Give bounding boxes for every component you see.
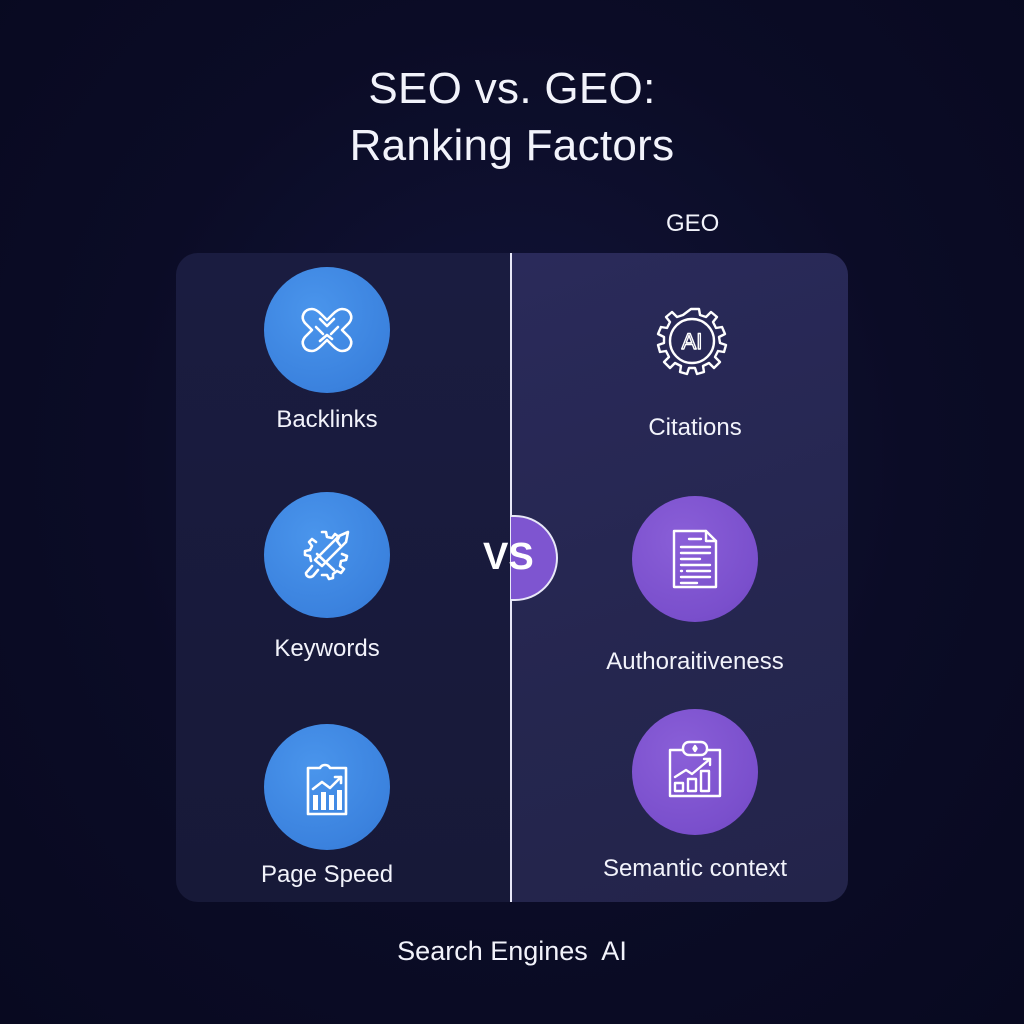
- geo-factor-citations: AI Citations: [612, 280, 778, 442]
- geo-factor-label: Citations: [648, 414, 742, 441]
- geo-factor-label: Semantic context: [602, 855, 788, 882]
- keywords-gear-pen-icon: [264, 492, 390, 618]
- page-title-line-2: Ranking Factors: [349, 121, 675, 170]
- seo-factor-label: Page Speed: [260, 861, 394, 888]
- seo-factor-keywords: Keywords: [244, 492, 410, 663]
- growth-chart-icon: [632, 709, 758, 835]
- footer-caption: Search Engines AI: [397, 936, 627, 966]
- svg-text:AI: AI: [682, 329, 703, 354]
- vs-badge-text: VS: [483, 536, 534, 578]
- backlinks-icon: [264, 267, 390, 393]
- page-title-line-1: SEO vs. GEO:: [368, 64, 656, 113]
- chart-clipboard-icon: [264, 724, 390, 850]
- document-icon: [632, 496, 758, 622]
- geo-factor-label: Authoraitiveness: [606, 648, 784, 675]
- geo-factor-authoritativeness: Authoraitiveness: [590, 496, 800, 676]
- ai-gear-icon: AI: [632, 280, 758, 406]
- geo-factor-semantic-context: Semantic context: [590, 709, 800, 883]
- seo-factor-label: Keywords: [274, 635, 380, 662]
- geo-column-header: GEO: [666, 210, 720, 237]
- seo-factor-backlinks: Backlinks: [244, 267, 410, 434]
- seo-factor-label: Backlinks: [276, 406, 378, 433]
- seo-factor-page-speed: Page Speed: [244, 724, 410, 889]
